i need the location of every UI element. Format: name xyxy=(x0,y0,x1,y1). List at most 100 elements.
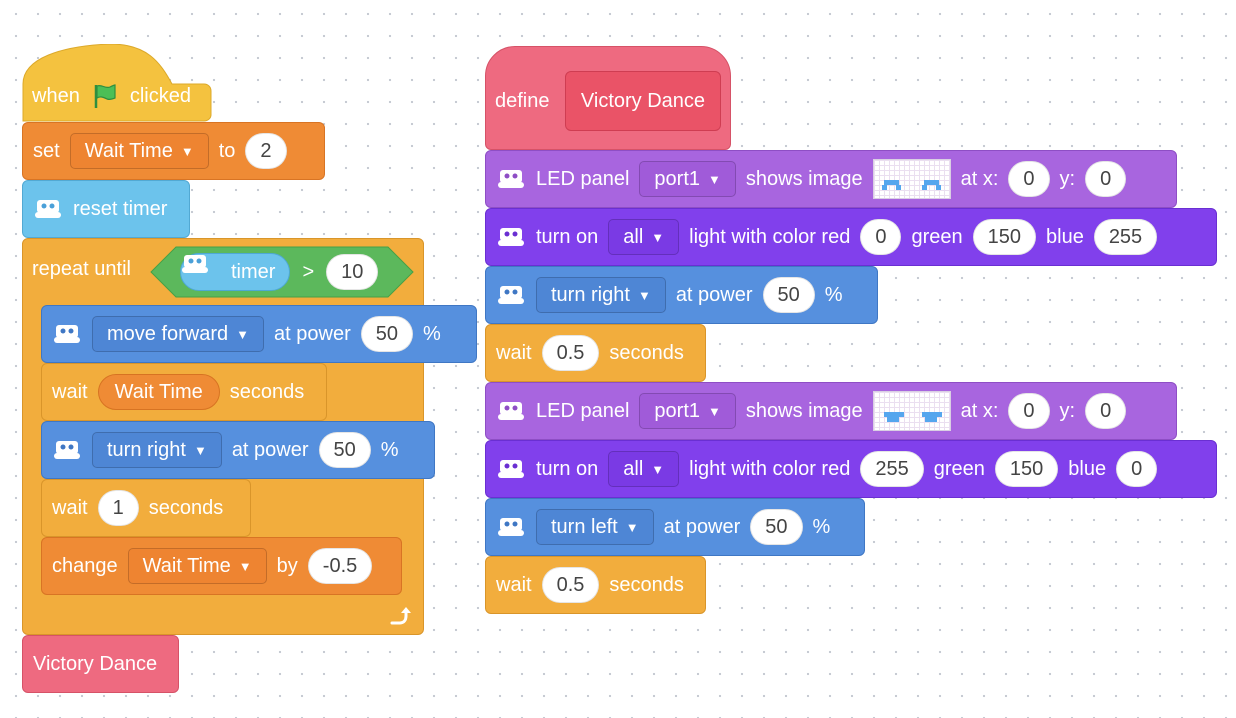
move-forward-block[interactable]: move forward▼ at power 50 % xyxy=(41,305,477,363)
timer-reporter[interactable]: timer xyxy=(180,253,291,291)
victory-dance-label: Victory Dance xyxy=(33,652,158,675)
variable-dropdown[interactable]: Wait Time▼ xyxy=(69,133,209,169)
power-input[interactable]: 50 xyxy=(750,509,803,545)
dropdown-caret-icon: ▼ xyxy=(193,442,207,458)
change-variable-block[interactable]: change Wait Time▼ by -0.5 xyxy=(41,537,402,595)
at-x-label: at x: xyxy=(960,167,999,190)
led-face-icon xyxy=(881,180,941,190)
wait-value-input[interactable]: 0.5 xyxy=(541,567,600,603)
motion-dropdown[interactable]: turn left▼ xyxy=(536,509,654,545)
x-input[interactable]: 0 xyxy=(1008,393,1050,429)
percent-label: % xyxy=(812,515,831,538)
turn-right-block[interactable]: turn right▼ at power 50 % xyxy=(41,421,435,479)
repeat-until-label: repeat until xyxy=(32,258,131,280)
dropdown-caret-icon: ▼ xyxy=(651,461,665,477)
reset-timer-label: reset timer xyxy=(73,197,168,220)
green-input[interactable]: 150 xyxy=(972,219,1036,255)
led-face-icon xyxy=(883,412,942,422)
light-with-color-label: light with color red xyxy=(689,457,851,480)
led-panel-block-2[interactable]: LED panel port1▼ shows image at x: 0 y: … xyxy=(485,382,1177,440)
shows-image-label: shows image xyxy=(745,167,863,190)
power-input[interactable]: 50 xyxy=(318,432,371,468)
y-input[interactable]: 0 xyxy=(1085,161,1127,197)
power-input[interactable]: 50 xyxy=(762,277,815,313)
motion-dropdown[interactable]: move forward▼ xyxy=(92,316,265,352)
led-panel-label: LED panel xyxy=(536,399,630,422)
condition-value-input[interactable]: 10 xyxy=(326,254,379,290)
led-image-selector[interactable] xyxy=(872,391,951,431)
turn-left-block[interactable]: turn left▼ at power 50 % xyxy=(485,498,865,556)
wait-time-reporter[interactable]: Wait Time xyxy=(97,374,220,410)
wait-label: wait xyxy=(496,573,532,596)
set-label: set xyxy=(33,139,60,162)
at-power-label: at power xyxy=(274,322,351,345)
at-power-label: at power xyxy=(663,515,741,538)
wait-seconds-block-2[interactable]: wait 0.5 seconds xyxy=(485,324,706,382)
seconds-label: seconds xyxy=(229,380,305,403)
turn-on-label: turn on xyxy=(536,457,599,480)
lights-color-block-1[interactable]: turn on all▼ light with color red 0 gree… xyxy=(485,208,1217,266)
wait-value-input[interactable]: 1 xyxy=(97,490,139,526)
motion-dropdown[interactable]: turn right▼ xyxy=(536,277,666,313)
dropdown-caret-icon: ▼ xyxy=(651,229,665,245)
blue-input[interactable]: 0 xyxy=(1116,451,1158,487)
loop-arrow-icon xyxy=(390,607,411,625)
light-target-dropdown[interactable]: all▼ xyxy=(608,451,680,487)
red-input[interactable]: 0 xyxy=(860,219,902,255)
port-dropdown[interactable]: port1▼ xyxy=(639,393,736,429)
y-label: y: xyxy=(1059,399,1076,422)
robot-icon xyxy=(496,516,526,538)
blue-input[interactable]: 255 xyxy=(1093,219,1158,255)
dropdown-caret-icon: ▼ xyxy=(236,326,250,342)
light-target-dropdown[interactable]: all▼ xyxy=(608,219,680,255)
seconds-label: seconds xyxy=(609,573,684,596)
when-flag-clicked-block[interactable]: when clicked xyxy=(22,44,212,122)
robot-icon xyxy=(496,284,526,306)
port-dropdown[interactable]: port1▼ xyxy=(639,161,736,197)
green-input[interactable]: 150 xyxy=(994,451,1059,487)
robot-icon xyxy=(496,168,526,190)
wait-seconds-block[interactable]: wait 1 seconds xyxy=(41,479,251,537)
y-input[interactable]: 0 xyxy=(1085,393,1127,429)
led-image-selector[interactable] xyxy=(872,159,951,199)
robot-icon xyxy=(33,198,63,220)
timer-greater-condition[interactable]: timer > 10 xyxy=(150,246,414,298)
wait-variable-block[interactable]: wait Wait Time seconds xyxy=(41,363,327,421)
victory-dance-call-block[interactable]: Victory Dance xyxy=(22,635,179,693)
timer-label: timer xyxy=(231,260,276,283)
seconds-label: seconds xyxy=(609,341,684,364)
x-input[interactable]: 0 xyxy=(1008,161,1050,197)
dropdown-caret-icon: ▼ xyxy=(238,558,252,574)
lights-color-block-2[interactable]: turn on all▼ light with color red 255 gr… xyxy=(485,440,1217,498)
led-panel-label: LED panel xyxy=(536,167,630,190)
power-input[interactable]: 50 xyxy=(360,316,413,352)
change-label: change xyxy=(52,554,118,577)
set-value-input[interactable]: 2 xyxy=(245,133,287,169)
dropdown-caret-icon: ▼ xyxy=(708,171,721,187)
seconds-label: seconds xyxy=(148,496,224,519)
wait-seconds-block-3[interactable]: wait 0.5 seconds xyxy=(485,556,706,614)
dropdown-caret-icon: ▼ xyxy=(637,287,651,303)
robot-icon xyxy=(52,323,82,345)
dropdown-caret-icon: ▼ xyxy=(180,143,194,159)
robot-icon xyxy=(496,226,526,248)
led-panel-block-1[interactable]: LED panel port1▼ shows image at x: 0 y: … xyxy=(485,150,1177,208)
set-variable-block[interactable]: set Wait Time▼ to 2 xyxy=(22,122,325,180)
robot-icon xyxy=(496,400,526,422)
shows-image-label: shows image xyxy=(745,399,863,422)
reset-timer-block[interactable]: reset timer xyxy=(22,180,190,238)
wait-value-input[interactable]: 0.5 xyxy=(541,335,600,371)
green-label: green xyxy=(933,457,985,480)
robot-icon xyxy=(496,458,526,480)
hat-shape xyxy=(22,44,212,122)
motion-dropdown[interactable]: turn right▼ xyxy=(92,432,222,468)
when-label: when xyxy=(32,84,80,107)
turn-right-block-2[interactable]: turn right▼ at power 50 % xyxy=(485,266,878,324)
define-name-slot[interactable]: Victory Dance xyxy=(565,71,721,131)
blue-label: blue xyxy=(1046,225,1084,248)
greater-than-operator: > xyxy=(302,260,315,283)
variable-dropdown[interactable]: Wait Time▼ xyxy=(127,548,267,584)
define-label: define xyxy=(495,90,550,112)
change-value-input[interactable]: -0.5 xyxy=(307,548,373,584)
red-input[interactable]: 255 xyxy=(860,451,924,487)
